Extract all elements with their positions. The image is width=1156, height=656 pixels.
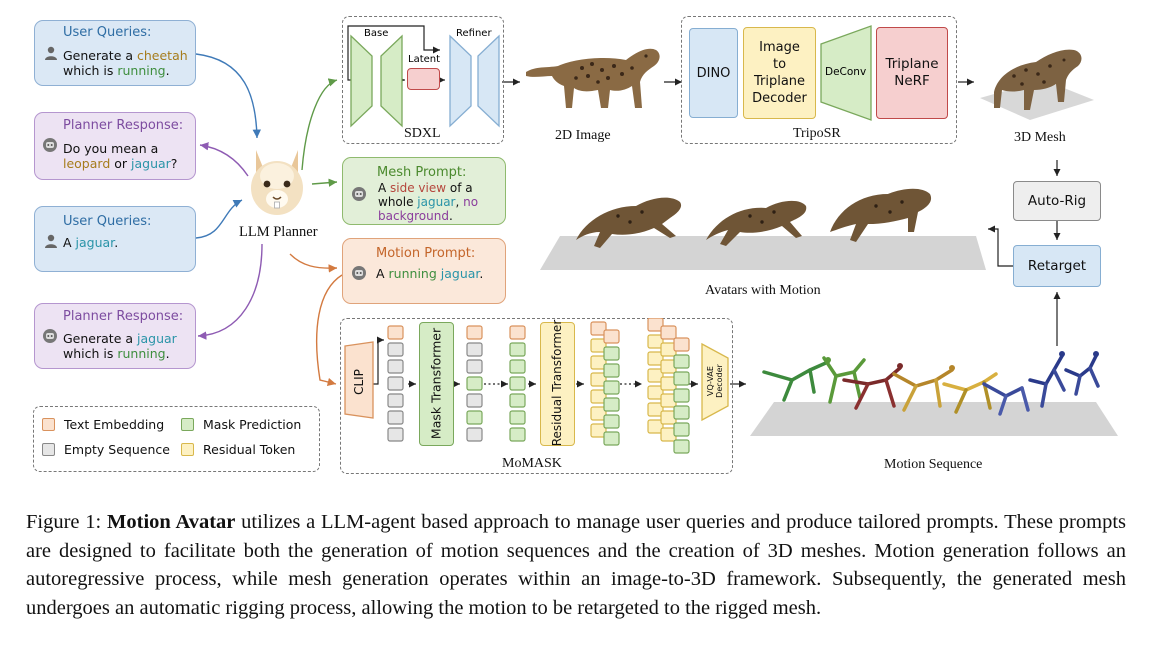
card-header: Motion Prompt: <box>376 246 476 261</box>
sdxl-label: SDXL <box>404 126 441 141</box>
card-header: Planner Response: <box>63 309 184 324</box>
llm-planner-label: LLM Planner <box>239 224 318 240</box>
auto-rig-box: Auto-Rig <box>1013 181 1101 221</box>
legend-empty-sequence: Empty Sequence <box>42 442 170 457</box>
caption-body: utilizes a LLM-agent based approach to m… <box>26 511 1126 619</box>
robot-head-icon <box>43 138 57 152</box>
jaguar-3d-mesh <box>980 49 1094 120</box>
card-text: Do you mean a leopard or jaguar? <box>63 141 178 171</box>
sdxl-latent-label: Latent <box>408 54 441 65</box>
legend-box <box>33 406 320 472</box>
motion-sequence-render <box>750 351 1118 436</box>
mesh-3d-label: 3D Mesh <box>1014 130 1066 145</box>
jaguar-2d-image <box>526 48 660 108</box>
user-icon <box>45 234 57 248</box>
user-icon <box>45 46 57 60</box>
sdxl-unet-shapes <box>350 34 500 128</box>
pipeline-figure: User Queries: Generate a cheetah which i… <box>33 16 1118 474</box>
motion-sequence-label: Motion Sequence <box>884 457 983 472</box>
latent-box <box>407 68 440 90</box>
card-header: User Queries: <box>63 214 152 229</box>
connector-arrows <box>195 25 1061 388</box>
momask-label: MoMASK <box>502 456 562 471</box>
retarget-box: Retarget <box>1013 245 1101 287</box>
deconv-label: DeConv <box>825 66 867 78</box>
legend-swatch-empty-sequence <box>42 443 55 456</box>
triposr-module <box>681 16 957 144</box>
mask-transformer-box <box>419 322 454 446</box>
sdxl-refiner-label: Refiner <box>456 28 492 39</box>
triposr-label: TripoSR <box>793 126 841 141</box>
caption-bold: Motion Avatar <box>107 511 236 533</box>
figure-caption: Figure 1: Motion Avatar utilizes a LLM-a… <box>26 508 1126 622</box>
planner-response-card-1: Planner Response: Do you mean a leopard … <box>34 112 196 180</box>
token-sequence-grid <box>387 318 690 454</box>
image-2d-label: 2D Image <box>555 128 611 143</box>
sdxl-base-label: Base <box>364 28 389 39</box>
user-query-card-1: User Queries: Generate a cheetah which i… <box>34 20 196 86</box>
card-text: A jaguar. <box>63 235 119 250</box>
momask-module <box>340 318 733 474</box>
legend-text-embedding: Text Embedding <box>42 417 164 432</box>
deconv-shape <box>820 25 872 121</box>
legend-swatch-residual-token <box>181 443 194 456</box>
vqvae-decoder-shape <box>701 342 729 422</box>
robot-head-icon <box>43 329 57 343</box>
card-text: A running jaguar. <box>376 266 484 281</box>
card-header: Planner Response: <box>63 118 184 133</box>
card-header: User Queries: <box>63 25 152 40</box>
caption-prefix: Figure 1: <box>26 511 108 533</box>
card-text: Generate a jaguar which is running. <box>63 331 177 361</box>
planner-response-card-2: Planner Response: Generate a jaguar whic… <box>34 303 196 369</box>
legend-swatch-text-embedding <box>42 418 55 431</box>
sdxl-module <box>342 16 504 144</box>
avatars-with-motion-render <box>540 188 986 270</box>
card-header: Mesh Prompt: <box>377 165 467 180</box>
motion-prompt-card: Motion Prompt: A running jaguar. <box>342 238 506 304</box>
user-query-card-2: User Queries: A jaguar. <box>34 206 196 272</box>
robot-head-icon <box>352 266 366 280</box>
clip-shape <box>344 341 374 419</box>
robot-head-icon <box>352 187 366 201</box>
card-text: A side view of a whole jaguar, no backgr… <box>378 181 479 223</box>
dino-box: DINO <box>689 28 738 118</box>
llama-mascot-icon <box>251 150 303 215</box>
card-text: Generate a cheetah which is running. <box>63 48 188 78</box>
residual-transformer-box <box>540 322 575 446</box>
legend-residual-token: Residual Token <box>181 442 295 457</box>
legend-mask-prediction: Mask Prediction <box>181 417 301 432</box>
legend-swatch-mask-prediction <box>181 418 194 431</box>
avatars-label: Avatars with Motion <box>705 283 821 298</box>
mesh-prompt-card: Mesh Prompt: A side view of a whole jagu… <box>342 157 506 225</box>
